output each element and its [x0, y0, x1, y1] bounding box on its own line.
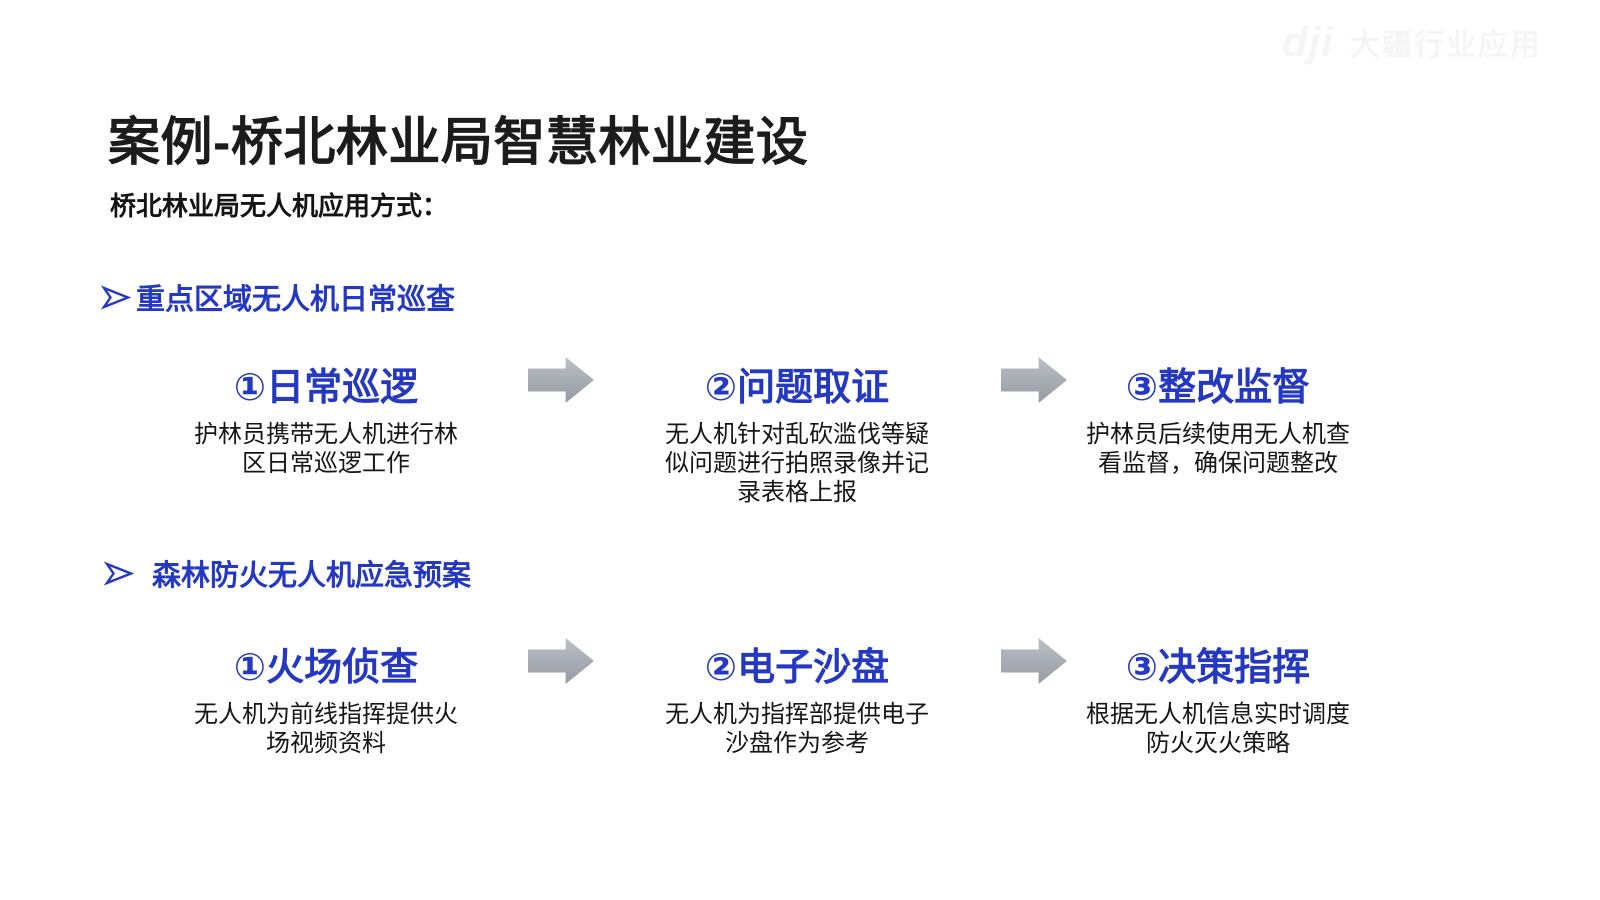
flow-arrow-icon [528, 356, 594, 404]
step-title-fire-recon: ①火场侦查 [233, 647, 419, 689]
step-title-command: ③决策指挥 [1125, 647, 1311, 689]
slide-title: 案例-桥北林业局智慧林业建设 [108, 114, 809, 172]
dart-bullet-icon [104, 561, 134, 585]
step-title-daily-patrol: ①日常巡逻 [233, 367, 419, 409]
step-desc-fire-recon: 无人机为前线指挥提供火 场视频资料 [194, 701, 458, 757]
flow-arrow-icon [528, 637, 594, 685]
dart-bullet-icon [101, 285, 131, 309]
slide-subtitle: 桥北林业局无人机应用方式： [110, 191, 449, 221]
dji-logo: dji [1282, 18, 1334, 65]
dji-watermark-text: 大疆行业应用 [1350, 29, 1542, 62]
section-header-label: 森林防火无人机应急预案 [152, 560, 472, 592]
section-header-label: 重点区域无人机日常巡查 [136, 284, 456, 316]
step-title-supervision: ③整改监督 [1125, 367, 1311, 409]
dji-watermark: dji 大疆行业应用 [1282, 18, 1542, 66]
step-desc-evidence: 无人机针对乱砍滥伐等疑 似问题进行拍照录像并记 录表格上报 [665, 421, 929, 506]
step-desc-sandtable: 无人机为指挥部提供电子 沙盘作为参考 [665, 701, 929, 757]
section-header-patrol: 重点区域无人机日常巡查 [101, 276, 455, 318]
step-title-sandtable: ②电子沙盘 [704, 647, 890, 689]
step-desc-command: 根据无人机信息实时调度 防火灭火策略 [1086, 701, 1350, 757]
section-header-fire: 森林防火无人机应急预案 [104, 552, 471, 594]
step-title-evidence: ②问题取证 [704, 367, 890, 409]
step-desc-daily-patrol: 护林员携带无人机进行林 区日常巡逻工作 [194, 421, 458, 477]
step-desc-supervision: 护林员后续使用无人机查 看监督，确保问题整改 [1086, 421, 1350, 477]
